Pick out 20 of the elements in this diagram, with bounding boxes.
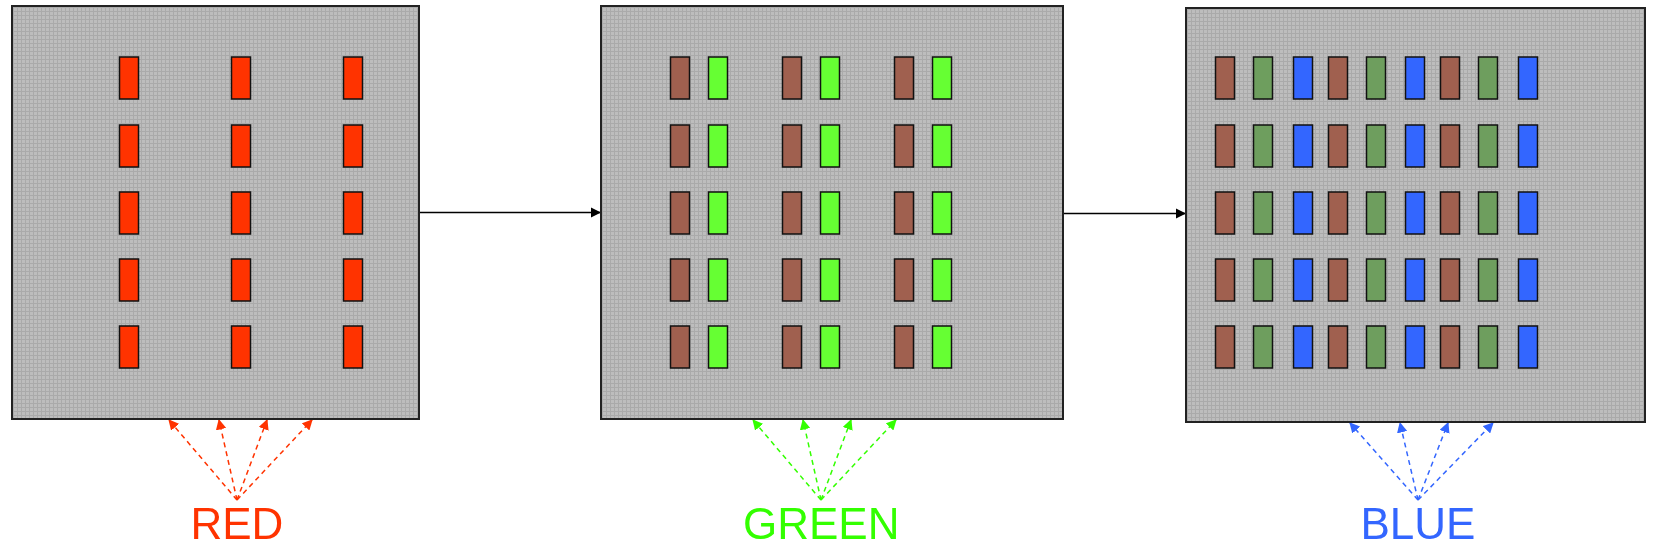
substrate-panel — [600, 5, 1064, 420]
arrow — [168, 419, 238, 501]
arrow — [820, 419, 853, 501]
color-label: GREEN — [743, 500, 900, 548]
arrow — [1349, 422, 1419, 501]
arrow — [1063, 208, 1187, 219]
arrow — [236, 419, 313, 501]
arrow — [236, 419, 269, 501]
substrate-panel — [11, 5, 420, 420]
arrow — [799, 419, 822, 501]
arrow — [1417, 422, 1494, 501]
color-label: BLUE — [1360, 500, 1476, 548]
substrate-panel — [1185, 7, 1646, 423]
arrow — [419, 207, 602, 218]
arrow — [752, 419, 822, 501]
arrow — [1417, 422, 1450, 501]
arrow — [215, 419, 238, 501]
arrow — [820, 419, 897, 501]
color-label: RED — [190, 500, 284, 548]
arrow — [1397, 422, 1419, 501]
